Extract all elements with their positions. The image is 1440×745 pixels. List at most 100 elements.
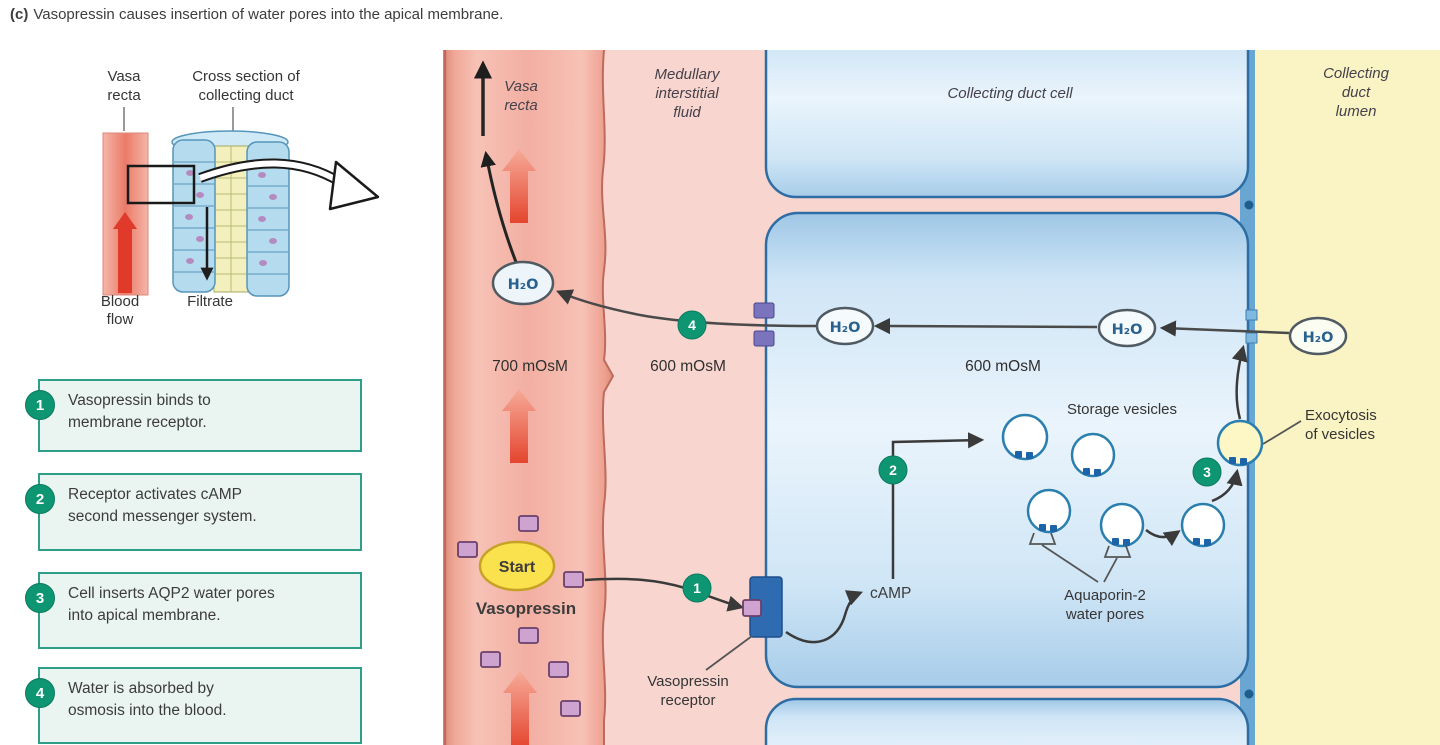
step-4-line-2: osmosis into the blood. bbox=[68, 702, 227, 720]
exocytosis-label-line2: of vesicles bbox=[1305, 426, 1375, 443]
inset-magnify-arrow bbox=[198, 158, 380, 211]
start-oval bbox=[478, 540, 556, 592]
step-2-line-2: second messenger system. bbox=[68, 508, 257, 526]
collecting-duct-lumen-region bbox=[1254, 50, 1440, 745]
vasopressin-to-receptor-arrow bbox=[584, 577, 745, 612]
h2o-oval-vasa bbox=[491, 260, 555, 306]
vasopressin-bound-molecule bbox=[742, 599, 762, 617]
receptor-leader-line bbox=[705, 635, 753, 671]
cell-header: Collecting duct cell bbox=[947, 85, 1073, 102]
inset-blood-flow-arrow bbox=[113, 212, 137, 293]
aquaporin-label-line1: Aquaporin-2 bbox=[1064, 587, 1146, 604]
tight-junction-top bbox=[1244, 200, 1254, 210]
inset-duct-right-cells bbox=[246, 141, 290, 297]
osmolarity-cell: 600 mOsM bbox=[965, 358, 1041, 375]
badge-4 bbox=[677, 310, 707, 340]
vesicle-2 bbox=[1070, 432, 1116, 478]
main-diagram: Vasa recta Medullary interstitial fluid … bbox=[443, 50, 1440, 745]
osmolarity-interstitial: 600 mOsM bbox=[650, 358, 726, 375]
inset-duct-cell-nuclei bbox=[185, 170, 277, 266]
vesicle-move-arrow bbox=[1145, 529, 1181, 547]
step-1-badge: 1 bbox=[25, 390, 55, 420]
water-into-blood-arrow bbox=[480, 150, 518, 263]
storage-vesicles-label: Storage vesicles bbox=[1067, 401, 1177, 418]
aquaporin-leader-1 bbox=[1041, 544, 1099, 583]
blood-flow-red-arrow-2 bbox=[502, 389, 536, 463]
storage-vesicles bbox=[1001, 413, 1226, 548]
vasopressin-molecules bbox=[457, 515, 584, 717]
water-within-cell-arrow bbox=[873, 317, 1098, 335]
receptor-label-line2: receptor bbox=[660, 692, 715, 709]
basolateral-aquaporin-2 bbox=[753, 330, 775, 347]
collecting-duct-cell-bottom bbox=[764, 697, 1250, 745]
vesicle-4 bbox=[1099, 502, 1145, 548]
tight-junction-bottom bbox=[1244, 689, 1254, 699]
inset-cross-section-label-line1: Cross section of bbox=[192, 68, 300, 85]
step-3-badge: 3 bbox=[25, 583, 55, 613]
step-box-3: 3 Cell inserts AQP2 water pores into api… bbox=[25, 572, 362, 649]
aquaporin-leader-2 bbox=[1103, 557, 1118, 583]
inset-collecting-duct bbox=[171, 130, 290, 297]
inset-cross-section-label-line2: collecting duct bbox=[198, 87, 294, 104]
blood-flow-red-arrow-1 bbox=[502, 149, 536, 223]
water-cell-to-blood-arrow bbox=[556, 289, 817, 328]
inset-duct-left-cells bbox=[172, 139, 216, 293]
step-4-line-1: Water is absorbed by bbox=[68, 680, 214, 697]
step-1-line-1: Vasopressin binds to bbox=[68, 392, 211, 409]
receptor-to-camp-arrow bbox=[785, 590, 864, 644]
figure-title-text: Vasopressin causes insertion of water po… bbox=[33, 6, 504, 23]
water-lumen-to-cell-arrow bbox=[1159, 320, 1290, 337]
inset-blood-flow-label-line2: flow bbox=[107, 311, 134, 328]
badge-2-number: 2 bbox=[889, 462, 897, 478]
step-3-line-1: Cell inserts AQP2 water pores bbox=[68, 585, 275, 602]
figure-letter: (c) bbox=[10, 6, 29, 23]
vesicle-to-membrane-arrow bbox=[1211, 468, 1243, 503]
vasa-recta-wall-right bbox=[601, 50, 615, 745]
aquaporin-bracket-1 bbox=[1028, 532, 1057, 545]
step-3-line-2: into apical membrane. bbox=[68, 607, 221, 625]
step-box-2: 2 Receptor activates cAMP second messeng… bbox=[25, 473, 362, 551]
step-2-badge: 2 bbox=[25, 484, 55, 514]
inset-highlight-rectangle bbox=[126, 164, 196, 205]
vesicle-1 bbox=[1001, 413, 1049, 461]
camp-label: cAMP bbox=[870, 585, 911, 602]
aquaporin-label-line2: water pores bbox=[1065, 606, 1144, 623]
h2o-label-cell-right: H₂O bbox=[1112, 322, 1143, 338]
diagram-badges: 1 2 3 4 bbox=[677, 310, 1222, 603]
h2o-oval-cell-right bbox=[1097, 308, 1157, 348]
badge-1-number: 1 bbox=[693, 580, 701, 596]
step-1-line-2: membrane receptor. bbox=[68, 414, 207, 432]
vasa-recta-header-line1: Vasa bbox=[504, 78, 538, 95]
vasopressin-label: Vasopressin bbox=[476, 599, 576, 618]
inset-vasa-recta-label-line2: recta bbox=[107, 87, 141, 104]
inset-diagram: Vasa recta Cross section of collecting d… bbox=[101, 68, 380, 328]
vasa-recta-header-line2: recta bbox=[504, 97, 537, 114]
step-box-4: 4 Water is absorbed by osmosis into the … bbox=[25, 667, 362, 744]
step-2-line-1: Receptor activates cAMP bbox=[68, 486, 243, 503]
apical-inserted-pore-1 bbox=[1245, 309, 1258, 321]
vesicle-3 bbox=[1026, 488, 1072, 534]
osmolarity-vasa: 700 mOsM bbox=[492, 358, 568, 375]
start-label: Start bbox=[499, 559, 536, 576]
apical-inserted-pore-2 bbox=[1245, 332, 1258, 344]
inset-filtrate-label: Filtrate bbox=[187, 293, 233, 310]
inset-vasa-recta-label-line1: Vasa bbox=[107, 68, 141, 85]
medullary-header-line2: interstitial bbox=[655, 85, 719, 102]
h2o-molecules: H₂O H₂O H₂O H₂O bbox=[491, 260, 1348, 356]
camp-to-vesicles-arrow bbox=[891, 432, 985, 579]
basolateral-aquaporin-1 bbox=[753, 302, 775, 319]
medullary-header-line3: fluid bbox=[673, 104, 701, 121]
fused-vesicle-up-arrow bbox=[1231, 344, 1248, 420]
figure-title: (c)Vasopressin causes insertion of water… bbox=[10, 6, 503, 23]
aquaporin-bracket-2 bbox=[1103, 545, 1132, 558]
badge-3 bbox=[1192, 457, 1222, 487]
badge-2 bbox=[878, 455, 908, 485]
h2o-label-vasa: H₂O bbox=[508, 277, 539, 293]
medullary-header-line1: Medullary bbox=[654, 66, 721, 83]
badge-3-number: 3 bbox=[1203, 464, 1211, 480]
exocytosis-label-line1: Exocytosis bbox=[1305, 407, 1377, 424]
blood-flow-red-arrow-3 bbox=[503, 671, 537, 745]
step-4-badge: 4 bbox=[25, 678, 55, 708]
